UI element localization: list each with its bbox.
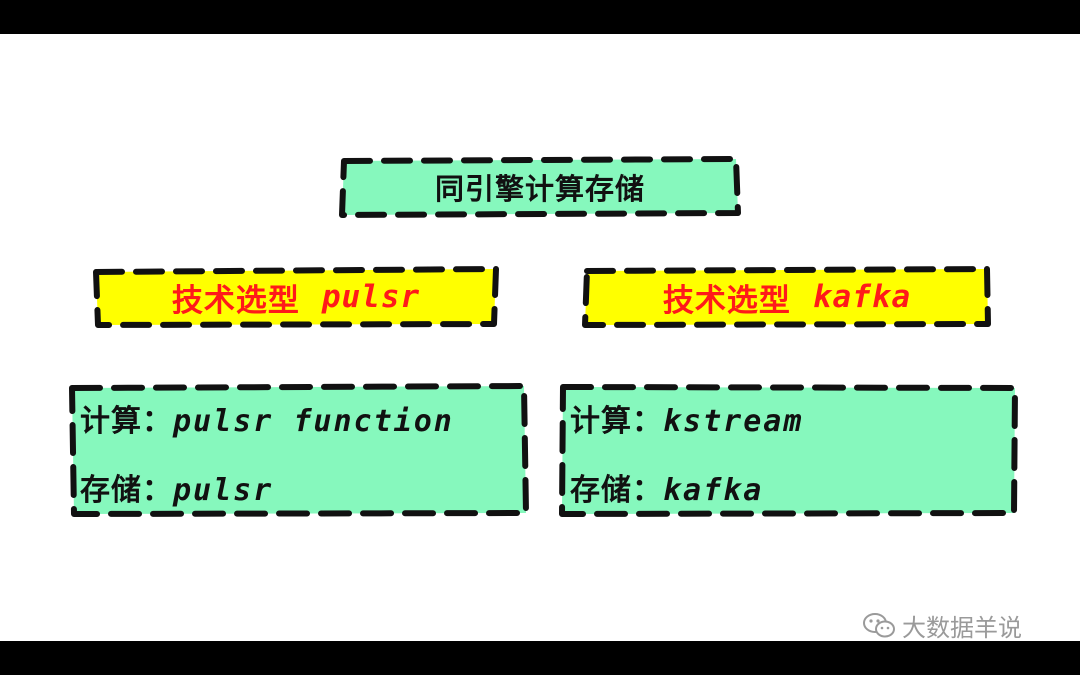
selection-label-kafka: 技术选型 kafka [582,266,992,328]
storage-row: 存储：kafka [570,465,763,509]
storage-row: 存储：pulsr [80,465,273,509]
watermark: 大数据羊说 [862,608,1022,643]
detail-box-pulsr: 计算：pulsr function 存储：pulsr [68,383,530,517]
detail-box-kafka: 计算：kstream 存储：kafka [558,383,1020,517]
diagram-title: 同引擎计算存储 [434,172,645,206]
compute-label: 计算： [80,404,173,439]
letterbox-bottom [0,641,1080,675]
watermark-text: 大数据羊说 [902,614,1022,642]
compute-row: 计算：pulsr function [80,396,454,440]
selection-label-pulsr: 技术选型 pulsr [92,266,500,328]
compute-value: kstream [663,404,804,439]
selection-box-kafka-frame [582,266,991,328]
selection-box-pulsr-frame [93,266,499,328]
detail-box-pulsr-frame [69,383,529,517]
title-box-frame [339,156,741,218]
storage-value: pulsr [173,473,274,508]
selection-box-kafka: 技术选型 kafka [582,266,992,328]
storage-label: 存储： [80,473,173,508]
detail-box-kafka-frame [559,384,1018,517]
selection-box-pulsr: 技术选型 pulsr [92,266,500,328]
compute-row: 计算：kstream [570,396,803,440]
wechat-icon [863,612,895,637]
selection-name: kafka [812,279,912,315]
letterbox-top [0,0,1080,34]
selection-name: pulsr [321,279,421,315]
storage-value: kafka [663,473,764,508]
compute-label: 计算： [570,404,663,439]
title-box: 同引擎计算存储 [338,155,742,219]
compute-value: pulsr function [173,404,454,439]
storage-label: 存储： [570,473,663,508]
selection-prefix: 技术选型 [662,282,791,319]
selection-prefix: 技术选型 [171,282,300,319]
